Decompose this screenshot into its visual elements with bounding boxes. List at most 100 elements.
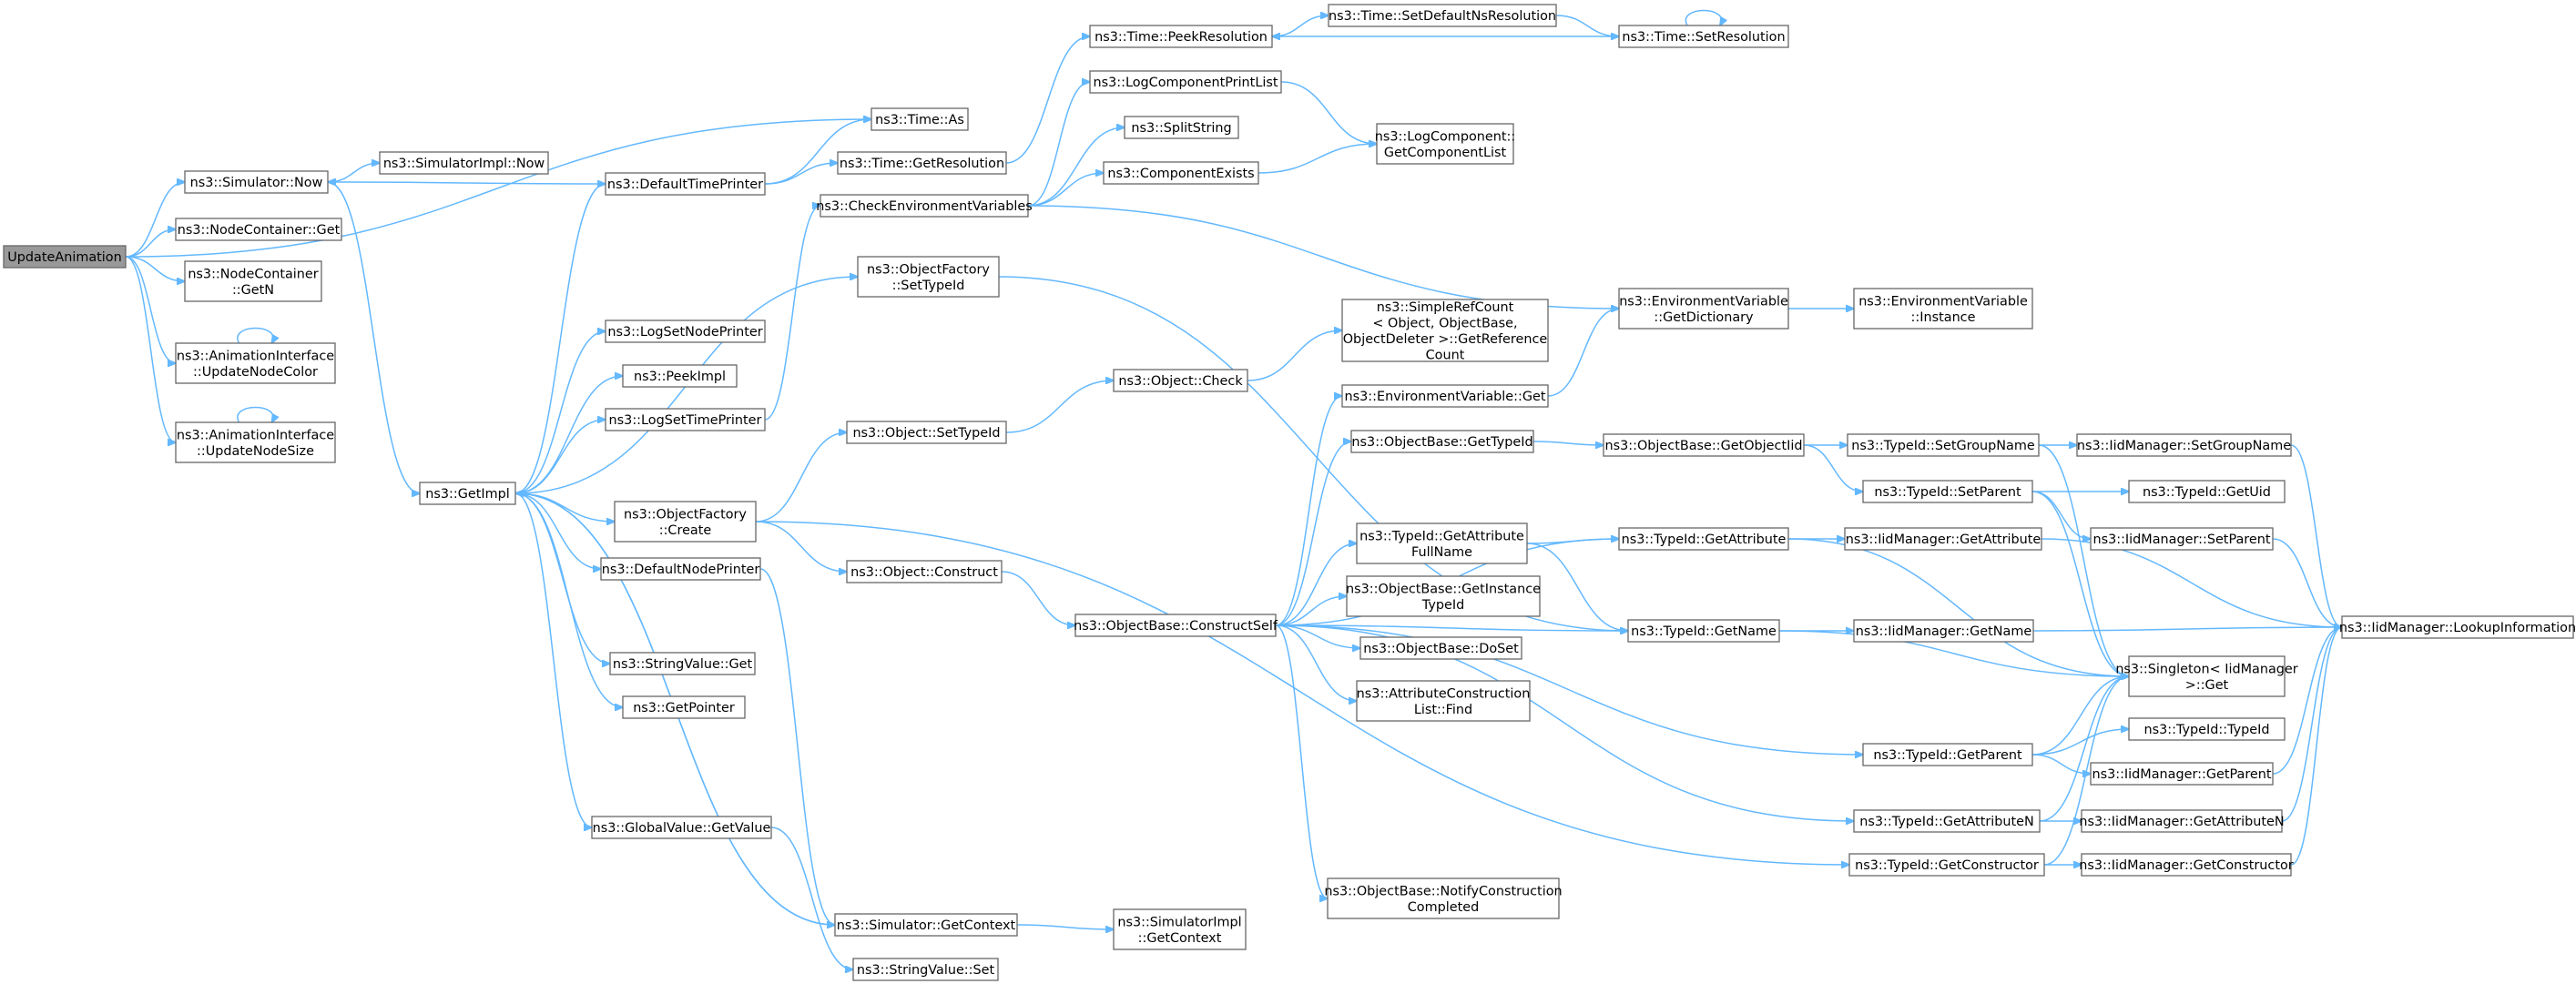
graph-node-getimpl[interactable]: ns3::GetImpl bbox=[419, 482, 516, 505]
node-box bbox=[1862, 480, 2033, 503]
call-edge bbox=[2272, 538, 2342, 627]
graph-node-iid-getcons[interactable]: ns3::IidManager::GetConstructor bbox=[2079, 853, 2294, 877]
graph-node-of-create[interactable]: ns3::ObjectFactory::Create bbox=[614, 501, 757, 543]
node-label: ns3::IidManager::GetParent bbox=[2092, 767, 2271, 782]
graph-node-tid-getattr[interactable]: ns3::TypeId::GetAttribute bbox=[1618, 527, 1789, 551]
graph-node-check-env[interactable]: ns3::CheckEnvironmentVariables bbox=[816, 194, 1033, 218]
call-edge bbox=[1555, 15, 1619, 36]
call-edge bbox=[2039, 676, 2129, 822]
graph-node-sv-get[interactable]: ns3::StringValue::Get bbox=[609, 652, 756, 675]
graph-node-sim-getctx[interactable]: ns3::Simulator::GetContext bbox=[834, 913, 1018, 937]
graph-node-time-setdefns[interactable]: ns3::Time::SetDefaultNsResolution bbox=[1328, 4, 1557, 27]
graph-node-logcomp-print[interactable]: ns3::LogComponentPrintList bbox=[1089, 70, 1282, 94]
graph-node-ob-doset[interactable]: ns3::ObjectBase::DoSet bbox=[1359, 636, 1522, 660]
node-label: ns3::AttributeConstruction bbox=[1357, 686, 1531, 701]
graph-node-iid-lookup[interactable]: ns3::IidManager::LookupInformation bbox=[2339, 615, 2576, 639]
graph-node-tid-getname[interactable]: ns3::TypeId::GetName bbox=[1627, 619, 1780, 643]
graph-node-iid-getattr[interactable]: ns3::IidManager::GetAttribute bbox=[1844, 527, 2042, 551]
graph-node-tid-getattrn[interactable]: ns3::TypeId::GetAttributeN bbox=[1853, 809, 2041, 833]
graph-node-sim-now[interactable]: ns3::Simulator::Now bbox=[184, 170, 329, 194]
graph-node-comp-exists[interactable]: ns3::ComponentExists bbox=[1103, 161, 1259, 185]
node-label: ns3::ObjectBase::NotifyConstruction bbox=[1324, 884, 1562, 898]
graph-node-singleton[interactable]: ns3::Singleton< IidManager >::Get bbox=[2115, 655, 2298, 697]
graph-node-time-setres[interactable]: ns3::Time::SetResolution bbox=[1618, 25, 1789, 48]
node-label: ns3::Object::Check bbox=[1118, 374, 1243, 389]
graph-node-iid-getattrn[interactable]: ns3::IidManager::GetAttributeN bbox=[2079, 809, 2285, 833]
call-edge bbox=[755, 432, 847, 522]
call-edge bbox=[1280, 81, 1377, 144]
graph-node-def-node[interactable]: ns3::DefaultNodePrinter bbox=[600, 557, 761, 581]
graph-node-tid-setgroup[interactable]: ns3::TypeId::SetGroupName bbox=[1847, 433, 2040, 457]
node-label: >::Get bbox=[2185, 678, 2229, 693]
graph-node-nc-getn[interactable]: ns3::NodeContainer::GetN bbox=[184, 260, 322, 302]
graph-node-nc-get[interactable]: ns3::NodeContainer::Get bbox=[175, 218, 342, 241]
node-box bbox=[2128, 655, 2286, 697]
node-label: ns3::ObjectBase::GetTypeId bbox=[1351, 435, 1532, 450]
graph-node-tid-setparent[interactable]: ns3::TypeId::SetParent bbox=[1862, 480, 2033, 503]
graph-node-gv-getvalue[interactable]: ns3::GlobalValue::GetValue bbox=[591, 816, 772, 839]
node-box bbox=[1124, 116, 1239, 139]
graph-node-ai-color[interactable]: ns3::AnimationInterface::UpdateNodeColor bbox=[175, 342, 336, 384]
call-edge bbox=[1547, 309, 1619, 397]
graph-node-ob-constructself[interactable]: ns3::ObjectBase::ConstructSelf bbox=[1074, 614, 1278, 637]
graph-node-iid-setgroup[interactable]: ns3::IidManager::SetGroupName bbox=[2076, 433, 2292, 457]
call-edge bbox=[2281, 627, 2342, 822]
node-label: ns3::Object::Construct bbox=[850, 565, 998, 580]
graph-node-obj-construct[interactable]: ns3::Object::Construct bbox=[846, 560, 1003, 583]
graph-node-time-peekres[interactable]: ns3::Time::PeekResolution bbox=[1089, 25, 1273, 48]
node-label: ::GetDictionary bbox=[1654, 310, 1754, 325]
graph-node-simplerefcount[interactable]: ns3::SimpleRefCount< Object, ObjectBase,… bbox=[1341, 299, 1549, 362]
node-label: ns3::CheckEnvironmentVariables bbox=[816, 199, 1032, 214]
node-box bbox=[1074, 614, 1277, 637]
node-box bbox=[1327, 877, 1560, 919]
node-label: ns3::TypeId::GetParent bbox=[1873, 748, 2022, 763]
graph-node-ob-notify[interactable]: ns3::ObjectBase::NotifyConstructionCompl… bbox=[1324, 877, 1563, 919]
graph-node-iid-setparent[interactable]: ns3::IidManager::SetParent bbox=[2090, 527, 2274, 551]
graph-node-simimpl-now[interactable]: ns3::SimulatorImpl::Now bbox=[379, 151, 549, 175]
graph-node-update[interactable]: UpdateAnimation bbox=[3, 245, 127, 269]
graph-node-getpointer[interactable]: ns3::GetPointer bbox=[622, 695, 746, 719]
graph-node-time-getres[interactable]: ns3::Time::GetResolution bbox=[837, 151, 1007, 175]
call-edge bbox=[1275, 624, 1628, 631]
graph-node-splitstring[interactable]: ns3::SplitString bbox=[1124, 116, 1239, 139]
graph-node-obj-settypeid[interactable]: ns3::Object::SetTypeId bbox=[846, 421, 1007, 444]
node-box bbox=[1844, 527, 2042, 551]
graph-node-tid-getparent[interactable]: ns3::TypeId::GetParent bbox=[1862, 743, 2033, 766]
graph-node-simimpl-getctx[interactable]: ns3::SimulatorImpl::GetContext bbox=[1113, 908, 1247, 950]
node-label: ::Create bbox=[659, 523, 712, 538]
graph-node-logset-time[interactable]: ns3::LogSetTimePrinter bbox=[605, 408, 766, 431]
call-edge bbox=[1275, 396, 1342, 626]
graph-node-iid-getparent[interactable]: ns3::IidManager::GetParent bbox=[2090, 762, 2274, 786]
node-box bbox=[175, 421, 336, 463]
graph-node-logcomp-getlist[interactable]: ns3::LogComponent::GetComponentList bbox=[1375, 123, 1515, 165]
node-label: ns3::DefaultNodePrinter bbox=[602, 563, 760, 577]
graph-node-ob-gettypeid[interactable]: ns3::ObjectBase::GetTypeId bbox=[1350, 430, 1534, 453]
graph-node-iid-getname[interactable]: ns3::IidManager::GetName bbox=[1853, 619, 2034, 643]
graph-node-logset-node[interactable]: ns3::LogSetNodePrinter bbox=[605, 320, 766, 343]
graph-node-tid-typeid[interactable]: ns3::TypeId::TypeId bbox=[2128, 717, 2286, 741]
graph-node-tid-getcons[interactable]: ns3::TypeId::GetConstructor bbox=[1848, 853, 2045, 877]
node-box bbox=[1356, 522, 1528, 564]
graph-node-obj-check[interactable]: ns3::Object::Check bbox=[1113, 369, 1248, 392]
graph-node-time-as[interactable]: ns3::Time::As bbox=[871, 107, 969, 131]
graph-node-envvar-get[interactable]: ns3::EnvironmentVariable::Get bbox=[1341, 384, 1549, 408]
graph-node-envvar-inst[interactable]: ns3::EnvironmentVariable::Instance bbox=[1853, 288, 2033, 330]
graph-node-sv-set[interactable]: ns3::StringValue::Set bbox=[852, 958, 999, 981]
node-label: ns3::SimpleRefCount bbox=[1377, 300, 1514, 315]
node-box bbox=[622, 695, 746, 719]
graph-node-of-settypeid[interactable]: ns3::ObjectFactory::SetTypeId bbox=[857, 256, 1000, 298]
call-edge bbox=[1778, 630, 2129, 676]
graph-node-ai-size[interactable]: ns3::AnimationInterface::UpdateNodeSize bbox=[175, 421, 336, 463]
call-edge bbox=[755, 521, 1849, 865]
graph-node-ob-getobjtid[interactable]: ns3::ObjectBase::GetObjectIid bbox=[1603, 433, 1805, 457]
graph-node-peekimpl[interactable]: ns3::PeekImpl bbox=[622, 364, 738, 388]
graph-node-def-time[interactable]: ns3::DefaultTimePrinter bbox=[605, 172, 766, 196]
graph-node-tid-getuid[interactable]: ns3::TypeId::GetUid bbox=[2128, 480, 2286, 503]
node-label: ns3::GetPointer bbox=[633, 701, 735, 715]
call-edge bbox=[2038, 444, 2129, 676]
node-label: ns3::TypeId::GetName bbox=[1631, 624, 1777, 639]
graph-node-envvar-getdict[interactable]: ns3::EnvironmentVariable::GetDictionary bbox=[1618, 288, 1789, 330]
